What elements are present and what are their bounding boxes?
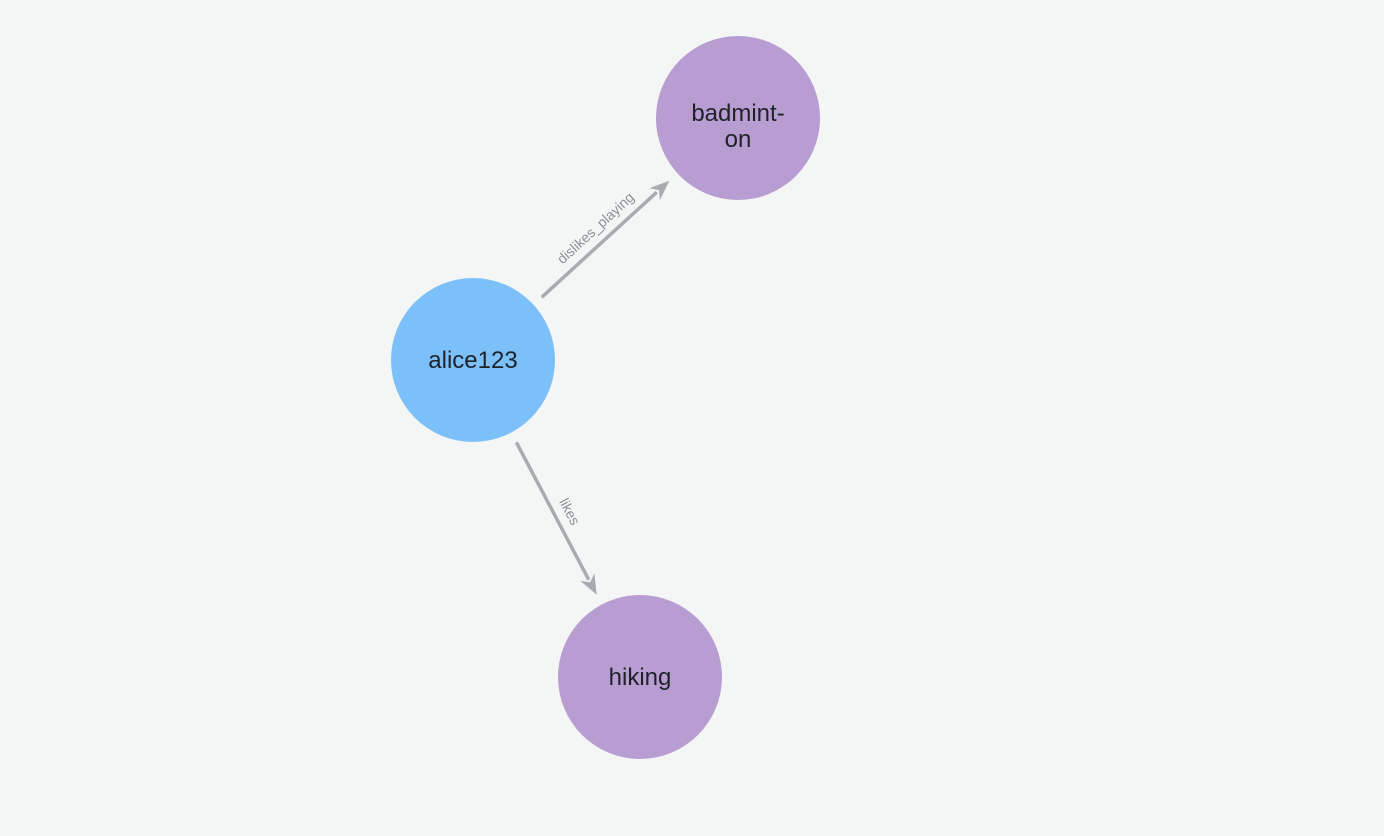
edge-dislikes_playing[interactable]: dislikes_playing xyxy=(540,180,670,299)
node-badminton[interactable]: badmint-on xyxy=(656,36,820,200)
edge-arrowhead-icon xyxy=(580,573,597,595)
node-circle[interactable] xyxy=(558,595,722,759)
node-alice123[interactable]: alice123 xyxy=(391,278,555,442)
node-hiking[interactable]: hiking xyxy=(558,595,722,759)
edge-arrowhead-icon xyxy=(649,180,670,201)
edge-likes[interactable]: likes xyxy=(514,441,597,595)
node-circle[interactable] xyxy=(656,36,820,200)
node-circle[interactable] xyxy=(391,278,555,442)
edge-line[interactable] xyxy=(540,190,658,299)
edge-line[interactable] xyxy=(514,441,591,581)
edge-label[interactable]: dislikes_playing xyxy=(554,189,637,267)
